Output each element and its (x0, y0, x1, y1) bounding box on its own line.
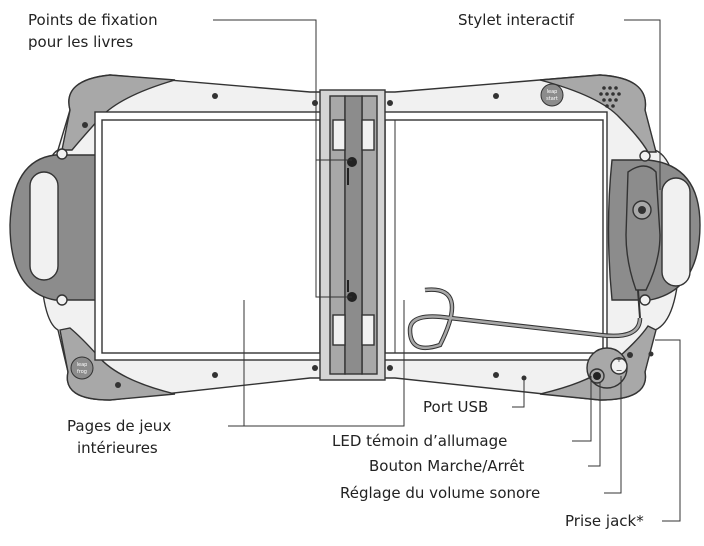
speaker-grill (599, 86, 621, 108)
label-attach-points-2: pour les livres (28, 33, 133, 51)
svg-text:start: start (546, 96, 558, 102)
power-button (589, 368, 605, 384)
label-volume: Réglage du volume sonore (340, 484, 540, 502)
svg-text:−: − (616, 366, 623, 375)
leapfrog-logo: leap frog (70, 356, 94, 380)
usb-port (521, 375, 527, 381)
label-inner-pages-2: intérieures (77, 439, 158, 457)
volume-control (610, 357, 628, 375)
leapstart-logo: leap start (540, 83, 564, 107)
stylus (625, 165, 661, 319)
label-attach-points-1: Points de fixation (28, 11, 158, 29)
callout-labels: Points de fixation pour les livres Style… (28, 11, 644, 530)
device-body: leap start leap frog + − (9, 74, 701, 401)
svg-text:leap: leap (77, 362, 88, 368)
headphone-jack (648, 351, 654, 357)
label-power-button: Bouton Marche/Arrêt (369, 457, 525, 475)
svg-text:frog: frog (77, 369, 87, 375)
label-inner-pages-1: Pages de jeux (67, 417, 171, 435)
left-handle (9, 148, 105, 306)
spine (319, 89, 386, 381)
right-inner-page (384, 119, 604, 354)
leader-lines (213, 19, 681, 522)
label-stylus: Stylet interactif (458, 11, 575, 29)
control-cluster: + − (586, 347, 654, 389)
bumper-top-left (61, 74, 176, 151)
bumper-top-right (539, 74, 657, 153)
bumper-bottom-left (59, 327, 176, 401)
label-usb-port: Port USB (423, 398, 488, 416)
book-attach-point-top (347, 157, 357, 167)
svg-text:+: + (616, 355, 623, 364)
left-inner-page (101, 119, 321, 354)
power-led (593, 372, 601, 380)
label-power-led: LED témoin d’allumage (332, 432, 507, 450)
svg-text:leap: leap (547, 89, 558, 95)
label-jack: Prise jack* (565, 512, 644, 530)
